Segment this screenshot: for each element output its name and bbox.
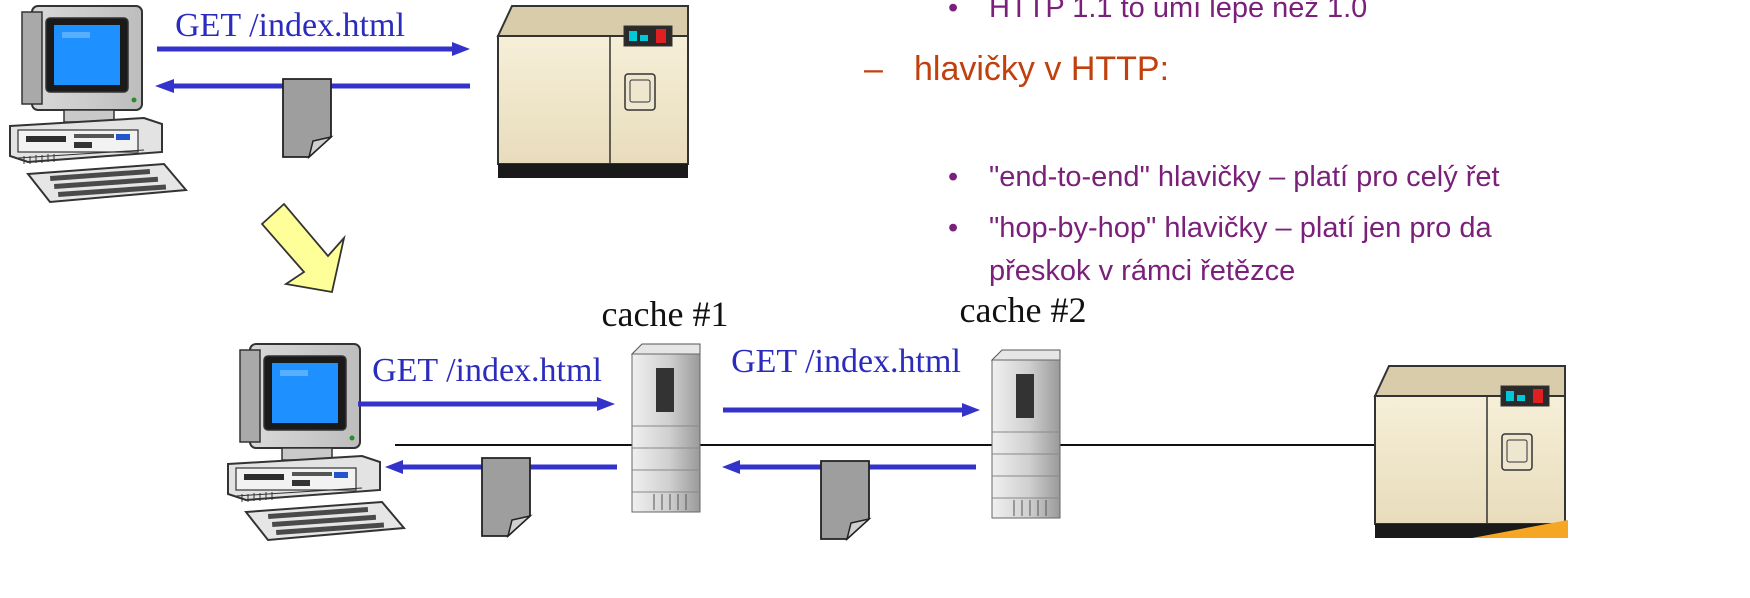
cache2-server-icon xyxy=(991,349,1061,519)
bottom-request-label-2: GET /index.html xyxy=(731,343,961,380)
client-computer-icon xyxy=(9,5,187,203)
hop1-response-document-icon xyxy=(481,457,531,537)
hop1-response-arrowhead xyxy=(385,460,403,474)
cache1-server-icon xyxy=(631,343,701,513)
bottom-web-server-icon xyxy=(1374,365,1566,539)
top-response-document-icon xyxy=(282,78,332,158)
top-response-arrowhead xyxy=(155,79,174,93)
web-server-icon xyxy=(497,5,689,179)
top-request-label: GET /index.html xyxy=(175,7,405,44)
hop2-request-arrowhead xyxy=(962,403,980,417)
bottom-request-label-1: GET /index.html xyxy=(372,352,602,389)
transition-arrow-icon xyxy=(260,202,346,294)
accent-corner xyxy=(1472,520,1568,538)
hop1-request-arrowhead xyxy=(597,397,615,411)
cache2-title: cache #2 xyxy=(960,290,1087,330)
hop2-response-document-icon xyxy=(820,460,870,540)
cache1-title: cache #1 xyxy=(602,294,729,334)
top-request-arrowhead xyxy=(452,42,470,56)
hop2-response-arrowhead xyxy=(722,460,740,474)
